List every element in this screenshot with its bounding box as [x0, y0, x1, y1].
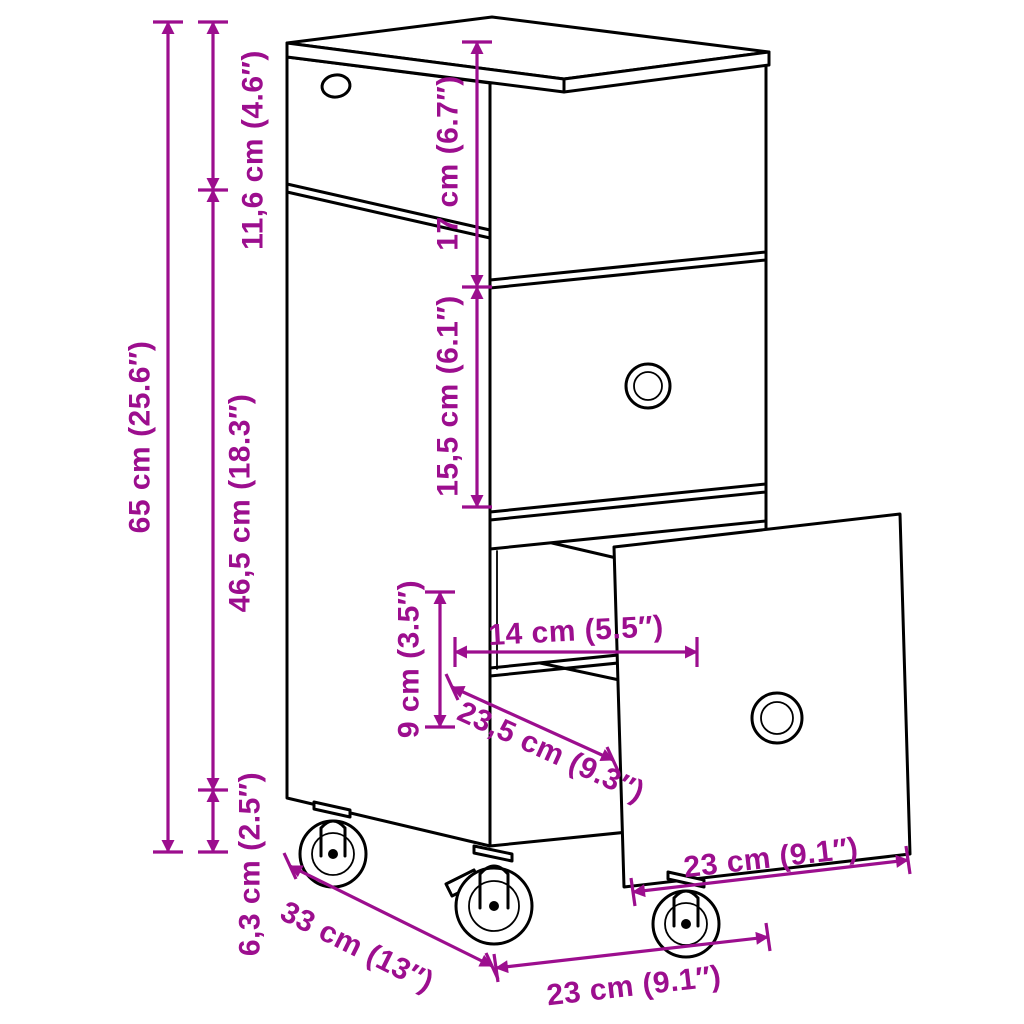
caster-axle: [328, 849, 338, 859]
dim-slot-height-label: 9 cm (3.5″): [393, 580, 426, 738]
cabinet-top: [285, 15, 771, 94]
cabinet-artwork: [285, 15, 912, 959]
dim-upper-section-label: 11,6 cm (4.6″): [237, 50, 270, 250]
cabinet-top-edge-right: [562, 50, 771, 94]
dim-line: [631, 854, 910, 898]
middle-drawer-knob-inner: [633, 371, 663, 401]
dim-cabinet-depth-label: 33 cm (13″): [275, 895, 439, 999]
pulled-drawer-knob: [750, 691, 804, 745]
dim-lower-section-label: 46,5 cm (18.3″): [224, 394, 257, 613]
side-panel-details: [285, 73, 492, 240]
dim-height-segments: 11,6 cm (4.6″) 46,5 cm (18.3″) 6,3 cm (2…: [198, 20, 270, 956]
caster-plate: [472, 844, 514, 863]
pulled-drawer-knob-inner: [760, 701, 794, 735]
caster-axle: [489, 901, 499, 911]
dim-drawer-front-height: 15,5 cm (6.1″): [432, 285, 492, 509]
caster-front-left: [444, 844, 534, 946]
compartment-shelf-edge: [488, 250, 768, 282]
dim-line: [289, 864, 493, 968]
slot-top-edge: [488, 519, 768, 551]
cable-hole: [320, 73, 352, 99]
shelf-line-top: [285, 182, 492, 232]
dim-overall-height: 65 cm (25.6″): [124, 20, 183, 854]
middle-drawer: [624, 362, 672, 410]
shelf-line-bottom: [285, 190, 492, 240]
dim-cabinet-width: 23 cm (9.1″): [492, 922, 772, 1013]
dim-drawer-front-height-label: 15,5 cm (6.1″): [432, 295, 465, 496]
dim-cabinet-width-label: 23 cm (9.1″): [545, 960, 723, 1013]
dim-line: [494, 931, 770, 974]
middle-drawer-bottom-edge: [488, 482, 768, 514]
middle-drawer-top-edge: [488, 258, 768, 290]
caster-fork: [319, 819, 347, 858]
dim-slot-height: 9 cm (3.5″): [393, 580, 455, 738]
dim-caster-height-label: 6,3 cm (2.5″): [234, 772, 267, 956]
caster-axle: [681, 919, 691, 929]
pulled-drawer: [538, 512, 912, 889]
dim-compartment-height-label: 17 cm (6.7″): [432, 75, 465, 250]
middle-drawer-knob: [624, 362, 672, 410]
dim-line: [451, 685, 614, 762]
dim-overall-height-label: 65 cm (25.6″): [124, 341, 157, 534]
dim-compartment-height: 17 cm (6.7″): [432, 40, 492, 289]
drawer-gap-line: [488, 490, 768, 522]
caster-plate: [312, 800, 352, 819]
